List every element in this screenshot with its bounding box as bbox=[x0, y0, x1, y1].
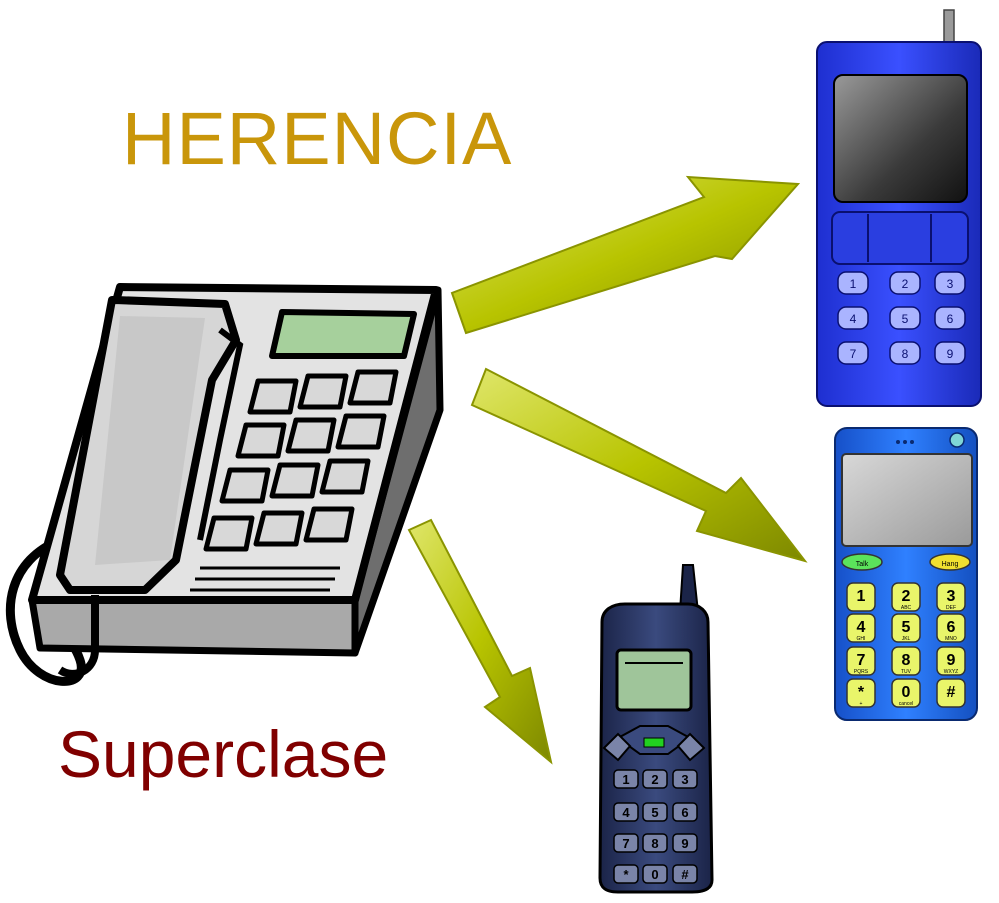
navy-key-2: 2 bbox=[642, 769, 668, 789]
svg-text:WXYZ: WXYZ bbox=[944, 669, 958, 675]
navy-key-9: 9 bbox=[672, 833, 698, 853]
navy-key-4: 4 bbox=[613, 802, 639, 822]
svg-text:TUV: TUV bbox=[901, 669, 912, 675]
svg-text:2: 2 bbox=[651, 772, 658, 787]
svg-text:1: 1 bbox=[850, 277, 857, 291]
svg-text:9: 9 bbox=[681, 836, 688, 851]
navy-key-star: * bbox=[613, 864, 639, 884]
svg-text:#: # bbox=[947, 684, 956, 701]
svg-text:1: 1 bbox=[622, 772, 629, 787]
navy-key-3: 3 bbox=[672, 769, 698, 789]
svg-text:PQRS: PQRS bbox=[854, 669, 869, 675]
svg-text:#: # bbox=[681, 867, 689, 882]
svg-text:8: 8 bbox=[651, 836, 658, 851]
svg-text:4: 4 bbox=[622, 805, 630, 820]
svg-text:Talk: Talk bbox=[856, 561, 869, 568]
svg-text:6: 6 bbox=[681, 805, 688, 820]
svg-text:2: 2 bbox=[902, 277, 909, 291]
svg-text:DEF: DEF bbox=[946, 605, 956, 611]
softkey-talk: Talk bbox=[841, 553, 883, 571]
svg-text:ABC: ABC bbox=[901, 605, 912, 611]
svg-text:7: 7 bbox=[850, 347, 857, 361]
svg-text:GHI: GHI bbox=[857, 636, 866, 642]
svg-text:3: 3 bbox=[947, 588, 956, 605]
svg-text:*: * bbox=[858, 684, 865, 701]
svg-text:3: 3 bbox=[681, 772, 688, 787]
svg-text:1: 1 bbox=[857, 588, 866, 605]
navy-key-6: 6 bbox=[672, 802, 698, 822]
navy-key-7: 7 bbox=[613, 833, 639, 853]
key-1: 1 bbox=[837, 271, 869, 295]
navy-key-1: 1 bbox=[613, 769, 639, 789]
key-4: 4 bbox=[837, 306, 869, 330]
navy-phone-keypad: 1 2 3 4 5 6 7 8 9 * 0 # bbox=[613, 769, 698, 884]
svg-text:JKL: JKL bbox=[902, 636, 911, 642]
svg-text:Hang: Hang bbox=[942, 561, 959, 568]
diagram-title: HERENCIA bbox=[122, 97, 513, 180]
superclass-label: Superclase bbox=[58, 717, 389, 791]
svg-text:cancel: cancel bbox=[899, 701, 913, 707]
navy-key-hash: # bbox=[672, 864, 698, 884]
softkey-hang: Hang bbox=[929, 553, 971, 571]
desk-phone-icon bbox=[5, 283, 444, 686]
svg-text:5: 5 bbox=[651, 805, 658, 820]
svg-text:MNO: MNO bbox=[945, 636, 957, 642]
svg-text:2: 2 bbox=[902, 588, 911, 605]
svg-text:3: 3 bbox=[947, 277, 954, 291]
blue-phone-keypad: 1 2 3 4 5 6 7 8 9 bbox=[837, 271, 966, 365]
key-6: 6 bbox=[934, 306, 966, 330]
svg-text:7: 7 bbox=[857, 652, 866, 669]
navy-key-0: 0 bbox=[642, 864, 668, 884]
key-3: 3 bbox=[934, 271, 966, 295]
svg-text:*: * bbox=[623, 867, 629, 882]
inheritance-arrow-1 bbox=[450, 175, 801, 335]
key-7: 7 bbox=[837, 341, 869, 365]
inheritance-arrow-3 bbox=[407, 518, 553, 765]
key-2: 2 bbox=[889, 271, 921, 295]
svg-text:8: 8 bbox=[902, 347, 909, 361]
svg-text:9: 9 bbox=[947, 652, 956, 669]
cordless-key-1: 1 bbox=[846, 582, 876, 612]
svg-text:6: 6 bbox=[947, 619, 956, 636]
key-9: 9 bbox=[934, 341, 966, 365]
cordless-key-hash: # bbox=[936, 678, 966, 708]
key-8: 8 bbox=[889, 341, 921, 365]
navy-key-8: 8 bbox=[642, 833, 668, 853]
svg-text:6: 6 bbox=[947, 312, 954, 326]
svg-text:0: 0 bbox=[902, 684, 911, 701]
svg-text:+: + bbox=[860, 701, 863, 707]
cordless-key-star: *+ bbox=[846, 678, 876, 708]
navy-key-5: 5 bbox=[642, 802, 668, 822]
key-5: 5 bbox=[889, 306, 921, 330]
svg-text:0: 0 bbox=[651, 867, 658, 882]
svg-text:5: 5 bbox=[902, 619, 911, 636]
svg-text:9: 9 bbox=[947, 347, 954, 361]
svg-text:4: 4 bbox=[857, 619, 866, 636]
svg-text:5: 5 bbox=[902, 312, 909, 326]
svg-text:4: 4 bbox=[850, 312, 857, 326]
navy-cell-phone-icon: 1 2 3 4 5 6 7 8 9 * 0 # bbox=[598, 564, 714, 894]
inheritance-arrow-2 bbox=[470, 367, 808, 563]
blue-mobile-phone-icon: 1 2 3 4 5 6 7 8 9 bbox=[816, 9, 982, 407]
svg-text:8: 8 bbox=[902, 652, 911, 669]
svg-text:7: 7 bbox=[622, 836, 629, 851]
cordless-softkeys: Talk Hang bbox=[841, 553, 971, 571]
